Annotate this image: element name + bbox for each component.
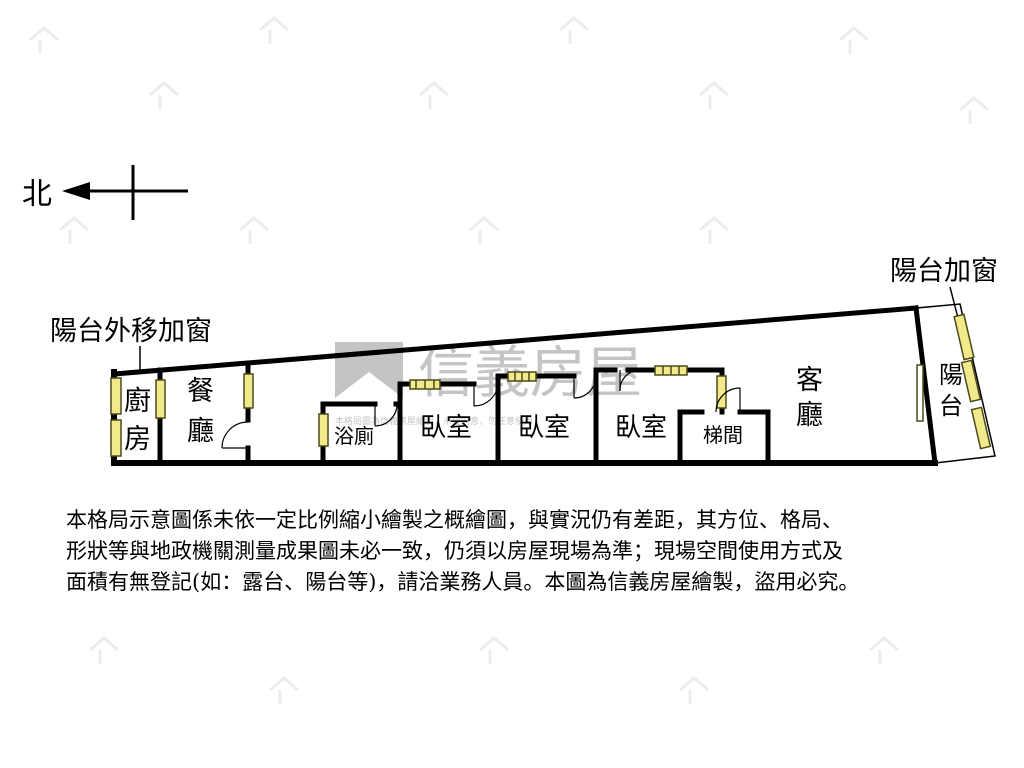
kitchen-label-2: 房 bbox=[124, 424, 151, 455]
door-bath bbox=[374, 403, 398, 427]
bath-label: 浴廁 bbox=[334, 424, 374, 448]
window-dining bbox=[243, 373, 254, 409]
window-balcony-2 bbox=[960, 359, 982, 403]
door-dining bbox=[221, 421, 249, 449]
bedroom-2-label: 臥室 bbox=[518, 413, 570, 443]
door-bedroom-1 bbox=[473, 383, 499, 407]
window-bedroom-2 bbox=[507, 371, 537, 382]
disclaimer-line-1: 本格局示意圖係未依一定比例縮小繪製之概繪圖，與實況仍有差距，其方位、格局、 bbox=[66, 508, 843, 532]
window-bath bbox=[318, 413, 329, 447]
window-balcony-3 bbox=[970, 406, 992, 450]
window-kitchen-inner bbox=[155, 379, 166, 419]
bedroom-1-label: 臥室 bbox=[420, 413, 472, 443]
north-compass: 北 bbox=[22, 165, 188, 220]
doors bbox=[221, 369, 741, 449]
window-kitchen-lower bbox=[110, 419, 122, 457]
balcony-label-2: 台 bbox=[939, 392, 963, 420]
living-label-1: 客 bbox=[796, 365, 823, 396]
window-balcony-1 bbox=[953, 313, 975, 361]
north-label: 北 bbox=[22, 177, 52, 212]
window-bedroom-1 bbox=[409, 379, 441, 390]
room-labels: 廚 房 餐 廳 浴廁 臥室 臥室 臥室 梯間 客 廳 陽 台 bbox=[124, 361, 963, 455]
window-living-balcony bbox=[916, 364, 924, 422]
dining-label-2: 廳 bbox=[187, 416, 214, 447]
window-stair bbox=[716, 375, 727, 409]
door-bedroom-3 bbox=[619, 369, 641, 392]
kitchen-label-1: 廚 bbox=[124, 386, 151, 417]
living-label-2: 廳 bbox=[796, 400, 823, 431]
north-arrow-icon bbox=[62, 182, 90, 200]
door-bedroom-2 bbox=[573, 375, 597, 399]
balcony-window-note: 陽台加窗 bbox=[890, 256, 998, 287]
dining-label-1: 餐 bbox=[187, 376, 214, 407]
disclaimer-line-2: 形狀等與地政機關測量成果圖未必一致，仍須以房屋現場為準；現場空間使用方式及 bbox=[66, 539, 843, 563]
balcony-label-1: 陽 bbox=[939, 361, 963, 389]
background-watermark bbox=[29, 16, 989, 704]
disclaimer-line-3: 面積有無登記(如：露台、陽台等)，請洽業務人員。本圖為信義房屋繪製，盜用必究。 bbox=[66, 570, 860, 594]
window-bedroom-3 bbox=[654, 365, 688, 376]
stair-label: 梯間 bbox=[703, 423, 743, 447]
door-stair bbox=[715, 387, 741, 413]
disclaimer-note: 本格局示意圖係未依一定比例縮小繪製之概繪圖，與實況仍有差距，其方位、格局、 形狀… bbox=[66, 505, 1006, 598]
bedroom-3-label: 臥室 bbox=[615, 413, 667, 443]
windows bbox=[110, 313, 992, 457]
window-kitchen-upper bbox=[110, 377, 122, 415]
balcony-moved-window-note: 陽台外移加窗 bbox=[50, 316, 212, 347]
